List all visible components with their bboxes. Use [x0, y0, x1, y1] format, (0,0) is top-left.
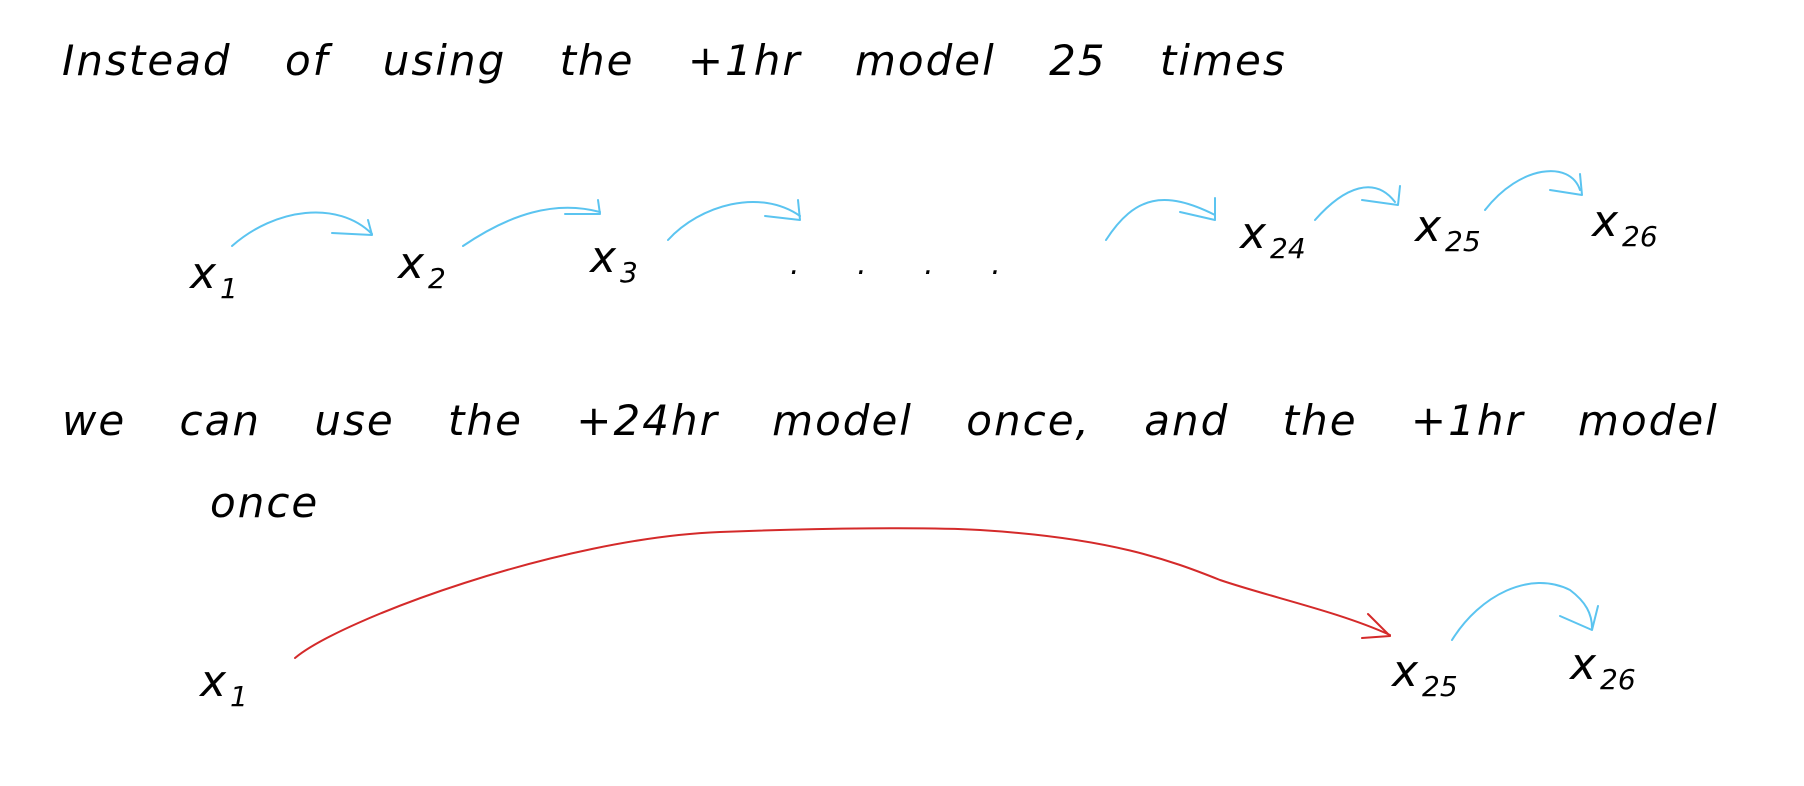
node-base: x — [1592, 196, 1619, 247]
node-subscript: 1 — [230, 680, 248, 713]
node-subscript: 25 — [1422, 670, 1458, 703]
node-base: x — [1415, 201, 1442, 252]
node-subscript: 25 — [1445, 225, 1481, 258]
node-base: x — [398, 238, 425, 289]
step-arrow-x1-x2 — [231, 211, 373, 247]
heading-bottom-line1: we can use the +24hr model once, and the… — [62, 396, 1719, 445]
heading-bottom-line2: once — [210, 478, 320, 527]
node-subscript: 26 — [1622, 220, 1658, 253]
row1-ellipsis: . . . . — [790, 247, 1025, 282]
node-subscript: 3 — [620, 256, 638, 289]
step-arrow-x2-x3 — [462, 199, 601, 247]
node-base: x — [1240, 208, 1267, 259]
jump-arrow-x1-x25 — [294, 527, 1391, 659]
step-arrow-x25-x26-row2 — [1451, 582, 1599, 641]
step-arrow-x3-next — [667, 199, 801, 241]
node-base: x — [1570, 639, 1597, 690]
node-base: x — [590, 232, 617, 283]
node-subscript: 1 — [220, 272, 238, 305]
step-arrow-prev-x24 — [1105, 197, 1216, 241]
step-arrow-x25-x26 — [1484, 170, 1583, 211]
heading-top: Instead of using the +1hr model 25 times — [62, 36, 1287, 85]
node-subscript: 2 — [428, 262, 446, 295]
step-arrow-x24-x25 — [1314, 185, 1401, 221]
node-subscript: 26 — [1600, 663, 1636, 696]
node-base: x — [200, 656, 227, 707]
node-subscript: 24 — [1270, 232, 1306, 265]
node-base: x — [190, 248, 217, 299]
node-base: x — [1392, 646, 1419, 697]
